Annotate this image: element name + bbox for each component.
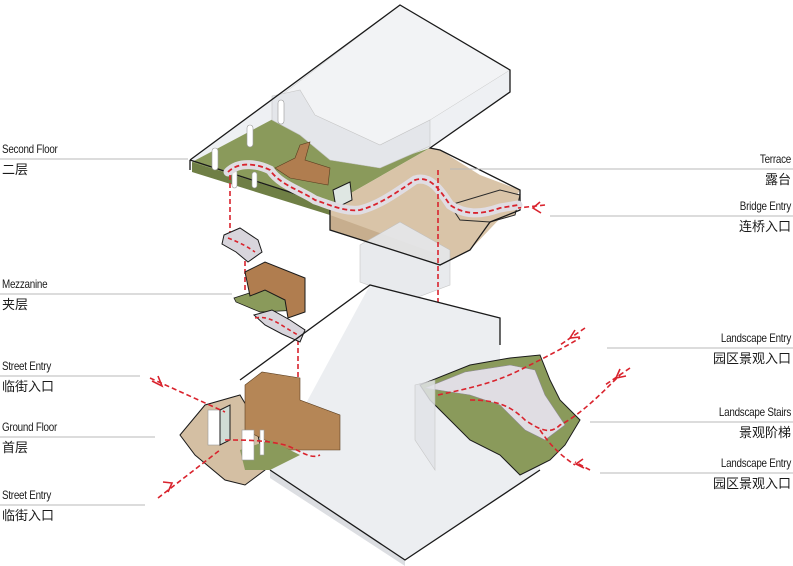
label-en: Landscape Stairs bbox=[718, 405, 791, 419]
wood-bench-second-floor bbox=[274, 141, 331, 186]
label-en: Terrace bbox=[759, 152, 791, 166]
mezzanine-wood-walls bbox=[244, 261, 306, 319]
label-landscape-entry-bottom: Landscape Entry 园区景观入口 bbox=[598, 456, 791, 493]
label-ground-floor: Ground Floor 首层 bbox=[2, 420, 157, 457]
mezzanine-stair bbox=[252, 309, 306, 343]
street-entry-door bbox=[219, 404, 231, 446]
label-zh: 首层 bbox=[2, 441, 29, 456]
ground-floor-wood-interior bbox=[244, 371, 341, 451]
label-en: Landscape Entry bbox=[720, 331, 791, 345]
second-floor-outline bbox=[189, 4, 521, 266]
label-second-floor: Second Floor 二层 bbox=[2, 142, 188, 179]
label-zh: 园区景观入口 bbox=[712, 352, 791, 367]
second-floor-level bbox=[189, 4, 523, 301]
street-entry-arrow-top bbox=[149, 377, 226, 413]
bridge-door-frame bbox=[332, 181, 353, 209]
label-en: Street Entry bbox=[2, 359, 52, 373]
columns-second-floor bbox=[211, 99, 285, 189]
bridge-entry-arrow bbox=[517, 204, 546, 209]
ground-floor-volume-side bbox=[270, 470, 405, 566]
label-zh: 景观阶梯 bbox=[738, 426, 791, 441]
label-zh: 二层 bbox=[2, 163, 29, 178]
street-entry-arrow-bottom bbox=[157, 449, 221, 499]
columns-ground-floor bbox=[207, 409, 265, 461]
label-zh: 连桥入口 bbox=[738, 220, 791, 235]
label-en: Landscape Entry bbox=[720, 456, 791, 470]
label-en: Bridge Entry bbox=[739, 199, 791, 213]
entry-arrows bbox=[149, 201, 631, 499]
label-zh: 园区景观入口 bbox=[712, 477, 791, 492]
landscape-path bbox=[437, 337, 581, 396]
second-floor-interior-volume bbox=[271, 89, 431, 169]
ground-floor-level bbox=[179, 284, 621, 566]
stair-fragment bbox=[221, 227, 263, 263]
leader-lines bbox=[0, 158, 793, 506]
label-zh: 露台 bbox=[764, 173, 791, 188]
label-zh: 临街入口 bbox=[2, 380, 55, 395]
label-mezzanine: Mezzanine 夹层 bbox=[2, 277, 232, 314]
label-bridge-entry: Bridge Entry 连桥入口 bbox=[551, 199, 791, 236]
ground-floor-volume-top bbox=[270, 285, 540, 560]
label-en: Mezzanine bbox=[2, 277, 48, 291]
label-street-entry-bottom: Street Entry 临街入口 bbox=[2, 488, 147, 525]
label-en: Second Floor bbox=[2, 142, 58, 156]
landscape-volume-glass bbox=[414, 379, 436, 471]
landscape-entry-arrow-mid bbox=[604, 367, 631, 386]
label-en: Ground Floor bbox=[2, 420, 58, 434]
label-landscape-entry-top: Landscape Entry 园区景观入口 bbox=[605, 331, 791, 368]
label-zh: 临街入口 bbox=[2, 509, 55, 524]
mezzanine-level bbox=[233, 261, 306, 343]
label-landscape-stairs: Landscape Stairs 景观阶梯 bbox=[591, 405, 791, 442]
ground-floor-outline bbox=[239, 284, 501, 381]
landscape-entry-arrow-bottom bbox=[574, 461, 591, 471]
second-floor-lower-volume bbox=[359, 221, 451, 301]
label-street-entry-top: Street Entry 临街入口 bbox=[2, 359, 142, 396]
label-zh: 夹层 bbox=[2, 298, 29, 313]
label-terrace: Terrace 露台 bbox=[541, 152, 791, 189]
landscape-entry-arrow-top bbox=[559, 327, 586, 346]
ground-floor-lawn bbox=[240, 440, 300, 470]
label-en: Street Entry bbox=[2, 488, 52, 502]
